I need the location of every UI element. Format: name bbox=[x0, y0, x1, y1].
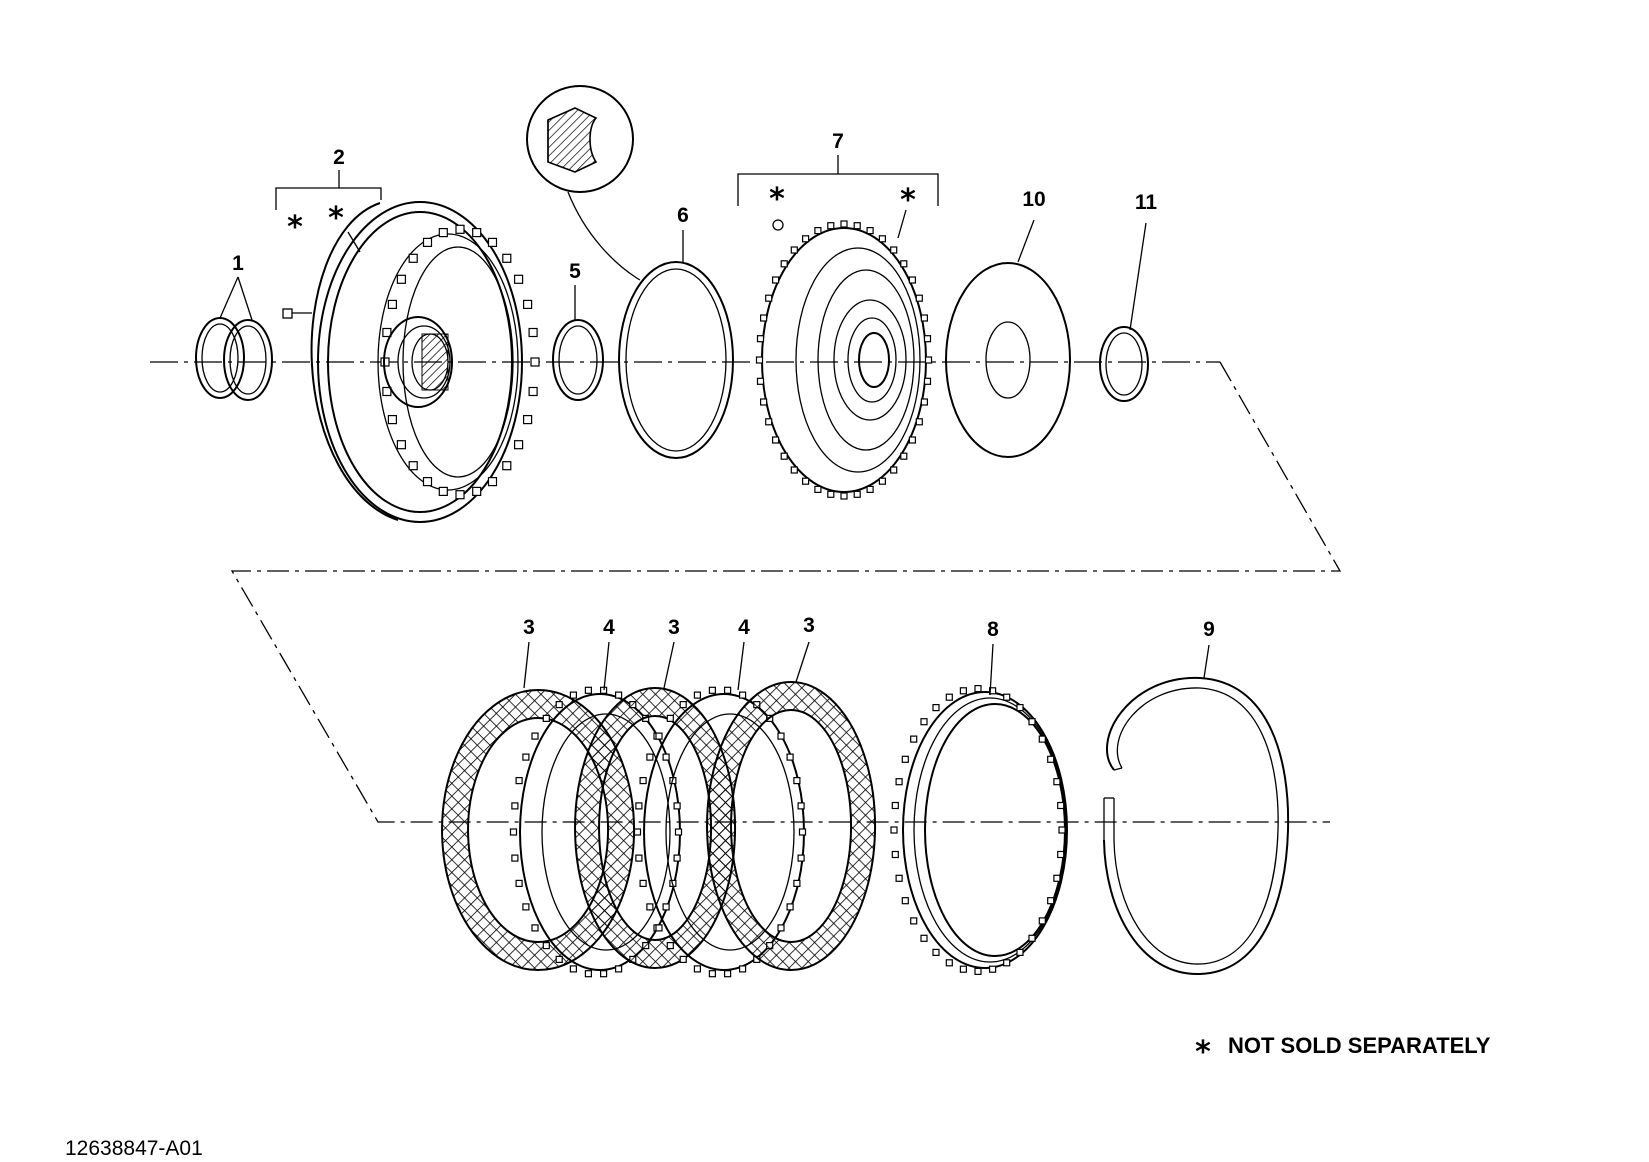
callout-3a: 3 bbox=[523, 616, 535, 639]
legend-note: * NOT SOLD SEPARATELY bbox=[1195, 1033, 1491, 1070]
legend-star: * bbox=[1195, 1035, 1211, 1070]
part-9-snap-ring bbox=[1103, 676, 1290, 976]
piston-outer-teeth bbox=[755, 220, 933, 500]
callout-7: 7 bbox=[832, 130, 844, 153]
callout-labels: 1 2 5 6 7 10 11 3 4 3 4 3 8 9 bbox=[232, 130, 1215, 641]
star-7b: * bbox=[900, 183, 916, 218]
backing-plate-teeth bbox=[890, 684, 1066, 976]
part-10-spring-washer bbox=[945, 262, 1071, 458]
part-11-snap-ring bbox=[1099, 326, 1149, 402]
star-2b: * bbox=[328, 201, 344, 236]
star-2a: * bbox=[287, 210, 303, 245]
part-1-seal-rings bbox=[195, 317, 273, 401]
part-4-steel-plate-b bbox=[633, 686, 807, 978]
callout-4b: 4 bbox=[738, 616, 750, 639]
part-8-backing-plate bbox=[890, 684, 1068, 976]
document-id: 12638847-A01 bbox=[65, 1137, 203, 1160]
part-7-piston bbox=[755, 219, 933, 500]
callout-4a: 4 bbox=[603, 616, 615, 639]
part-3-friction-plate-c bbox=[706, 681, 877, 971]
part-5-ring bbox=[552, 319, 604, 401]
callout-9: 9 bbox=[1203, 618, 1215, 641]
part-3-friction-plate-b bbox=[574, 687, 737, 969]
callout-11: 11 bbox=[1135, 191, 1158, 214]
callout-6: 6 bbox=[677, 204, 689, 227]
part-6-piston-seal bbox=[526, 85, 734, 459]
not-sold-separately-marks: * * * * bbox=[287, 182, 916, 245]
legend-text: NOT SOLD SEPARATELY bbox=[1228, 1033, 1491, 1058]
star-7a: * bbox=[769, 182, 785, 217]
callout-10: 10 bbox=[1022, 188, 1045, 211]
leader-lines bbox=[219, 155, 1210, 696]
callout-1: 1 bbox=[232, 252, 244, 275]
housing-spline-teeth bbox=[380, 224, 540, 500]
callout-3b: 3 bbox=[668, 616, 680, 639]
callout-2: 2 bbox=[333, 146, 345, 169]
callout-3c: 3 bbox=[803, 614, 815, 637]
callout-5: 5 bbox=[569, 260, 581, 283]
small-plug bbox=[282, 308, 293, 319]
part-2-clutch-housing bbox=[282, 201, 540, 523]
callout-8: 8 bbox=[987, 618, 999, 641]
